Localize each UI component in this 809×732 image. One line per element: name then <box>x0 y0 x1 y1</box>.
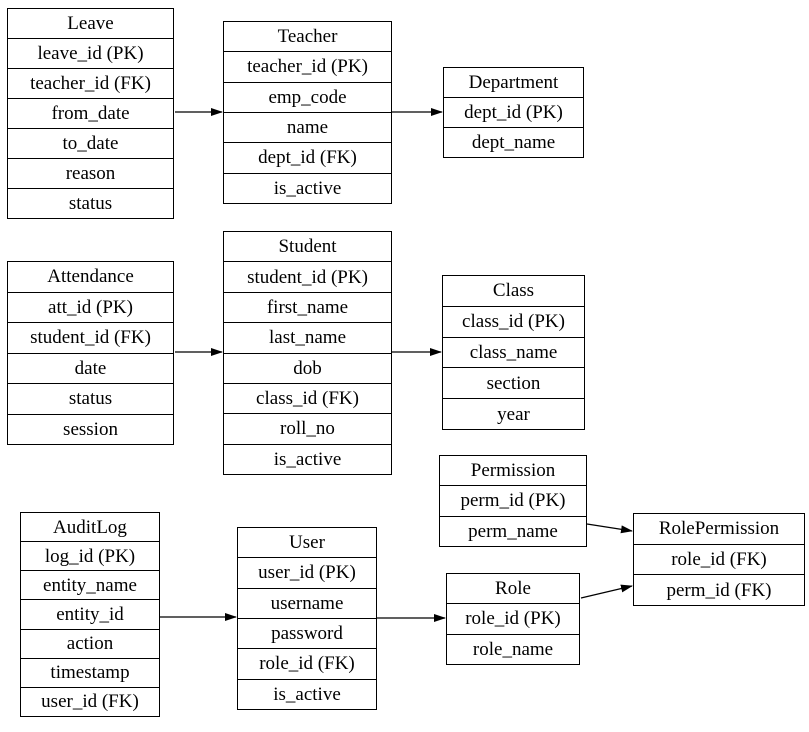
entity-leave: Leave leave_id (PK) teacher_id (FK) from… <box>7 8 174 219</box>
entity-attendance-field-date: date <box>8 352 173 384</box>
entity-user-field-username: username <box>238 587 376 618</box>
entity-user-field-user_id: user_id (PK) <box>238 557 376 587</box>
entity-class-field-class_name: class_name <box>443 336 584 368</box>
entity-leave-field-to_date: to_date <box>8 128 173 158</box>
entity-permission-field-perm_id: perm_id (PK) <box>440 485 586 515</box>
entity-attendance-title: Attendance <box>47 266 134 288</box>
entity-class: Class class_id (PK) class_name section y… <box>442 275 585 430</box>
entity-role-field-role_id: role_id (PK) <box>447 603 579 633</box>
entity-leave-field-status: status <box>8 188 173 218</box>
entity-auditlog-field-user_id: user_id (FK) <box>21 686 159 716</box>
edge-permission-rolepermission-arrow <box>586 523 633 534</box>
entity-auditlog-field-log_id: log_id (PK) <box>21 541 159 570</box>
entity-role-title: Role <box>495 578 531 600</box>
entity-student-field-class_id: class_id (FK) <box>224 382 391 413</box>
entity-permission: Permission perm_id (PK) perm_name <box>439 455 587 547</box>
entity-rolepermission-field-role_id: role_id (FK) <box>634 543 804 575</box>
entity-teacher-field-emp_code: emp_code <box>224 81 391 112</box>
entity-department-field-dept_id: dept_id (PK) <box>444 97 583 127</box>
entity-teacher-field-teacher_id: teacher_id (PK) <box>224 51 391 81</box>
entity-leave-field-leave_id: leave_id (PK) <box>8 38 173 68</box>
entity-class-field-year: year <box>443 398 584 429</box>
entity-leave-field-reason: reason <box>8 158 173 188</box>
entity-student-field-last_name: last_name <box>224 322 391 352</box>
entity-role: Role role_id (PK) role_name <box>446 573 580 665</box>
entity-department-field-dept_name: dept_name <box>444 127 583 157</box>
entity-department-title: Department <box>468 72 559 93</box>
edge-role-rolepermission-arrow <box>580 584 633 599</box>
entity-user: User user_id (PK) username password role… <box>237 527 377 710</box>
entity-leave-field-from_date: from_date <box>8 98 173 128</box>
entity-attendance-field-att_id: att_id (PK) <box>8 291 173 323</box>
entity-teacher-title: Teacher <box>277 26 338 48</box>
entity-auditlog: AuditLog log_id (PK) entity_name entity_… <box>20 512 160 717</box>
entity-student-field-dob: dob <box>224 352 391 383</box>
entity-user-field-password: password <box>238 617 376 648</box>
entity-role-field-role_name: role_name <box>447 633 579 664</box>
entity-class-field-class_id: class_id (PK) <box>443 305 584 337</box>
entity-auditlog-field-action: action <box>21 628 159 658</box>
entity-student-field-first_name: first_name <box>224 291 391 322</box>
entity-permission-title: Permission <box>470 460 556 482</box>
entity-class-field-section: section <box>443 367 584 398</box>
entity-permission-field-perm_name: perm_name <box>440 515 586 546</box>
entity-user-title: User <box>289 532 325 554</box>
entity-teacher-field-is_active: is_active <box>224 172 391 203</box>
entity-student-field-is_active: is_active <box>224 443 391 474</box>
entity-rolepermission-field-perm_id: perm_id (FK) <box>634 574 804 605</box>
entity-leave-title: Leave <box>67 13 114 34</box>
entity-department: Department dept_id (PK) dept_name <box>443 67 584 158</box>
entity-rolepermission: RolePermission role_id (FK) perm_id (FK) <box>633 513 805 606</box>
entity-student-field-student_id: student_id (PK) <box>224 261 391 291</box>
entity-teacher: Teacher teacher_id (PK) emp_code name de… <box>223 21 392 204</box>
entity-auditlog-field-entity_id: entity_id <box>21 599 159 628</box>
entity-user-field-role_id: role_id (FK) <box>238 648 376 678</box>
entity-rolepermission-title: RolePermission <box>658 518 780 540</box>
entity-attendance-field-status: status <box>8 383 173 414</box>
entity-teacher-field-dept_id: dept_id (FK) <box>224 142 391 172</box>
entity-student: Student student_id (PK) first_name last_… <box>223 231 392 475</box>
entity-attendance-field-session: session <box>8 413 173 445</box>
entity-attendance: Attendance att_id (PK) student_id (FK) d… <box>7 261 174 445</box>
entity-student-field-roll_no: roll_no <box>224 413 391 443</box>
entity-class-title: Class <box>492 280 535 302</box>
entity-auditlog-field-entity_name: entity_name <box>21 570 159 599</box>
entity-teacher-field-name: name <box>224 111 391 142</box>
entity-student-title: Student <box>278 236 337 258</box>
entity-attendance-field-student_id: student_id (FK) <box>8 322 173 353</box>
entity-auditlog-field-timestamp: timestamp <box>21 657 159 687</box>
entity-leave-field-teacher_id: teacher_id (FK) <box>8 68 173 98</box>
entity-user-field-is_active: is_active <box>238 678 376 709</box>
entity-auditlog-title: AuditLog <box>53 516 127 538</box>
